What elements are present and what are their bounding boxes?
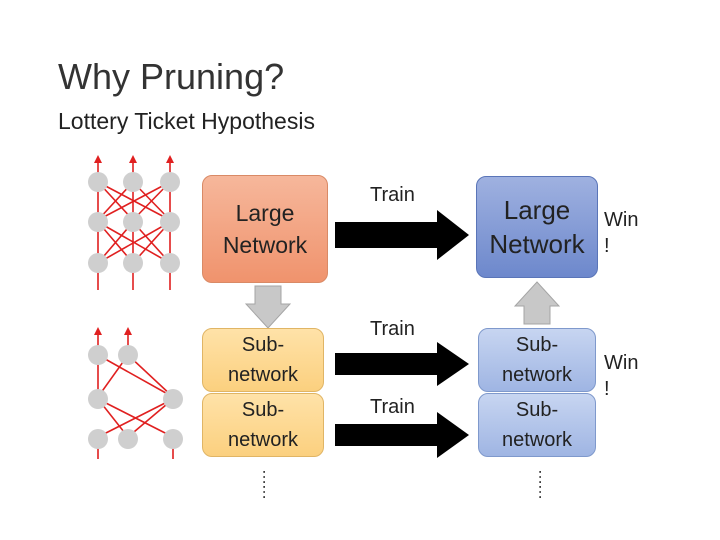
prune-down-arrow bbox=[245, 285, 291, 329]
ellipsis-right: …… bbox=[528, 470, 545, 500]
large-network-line1: Large bbox=[235, 200, 295, 226]
trained-subnetwork-2-line2: network bbox=[501, 429, 573, 451]
win-label-2: Win ! bbox=[604, 350, 638, 402]
slide-subtitle: Lottery Ticket Hypothesis bbox=[58, 108, 315, 134]
trained-subnetwork-2-line1: Sub- bbox=[515, 399, 559, 421]
up-arrow bbox=[514, 281, 560, 325]
train-arrow-3 bbox=[335, 412, 469, 458]
subnetwork-box-1: Sub- network bbox=[202, 328, 324, 392]
trained-subnetwork-box-1: Sub- network bbox=[478, 328, 596, 392]
win-1-line2: ! bbox=[604, 235, 610, 257]
trained-subnetwork-1-line2: network bbox=[501, 364, 573, 386]
win-2-line2: ! bbox=[604, 378, 610, 400]
full-network-diagram bbox=[88, 155, 180, 290]
win-label-1: Win ! bbox=[604, 207, 638, 259]
trained-large-network-line2: Network bbox=[489, 229, 585, 259]
trained-large-network-box: Large Network bbox=[476, 176, 598, 278]
train-arrow-2 bbox=[335, 342, 469, 386]
subnetwork-1-line2: network bbox=[227, 364, 299, 386]
train-arrow-1 bbox=[335, 210, 469, 260]
train-label-3: Train bbox=[370, 396, 415, 418]
pruned-network-diagram bbox=[88, 327, 183, 459]
subnetwork-box-2: Sub- network bbox=[202, 393, 324, 457]
subnetwork-1-line1: Sub- bbox=[241, 334, 285, 356]
slide-title: Why Pruning? bbox=[58, 56, 285, 97]
win-1-line1: Win bbox=[604, 209, 639, 231]
large-network-line2: Network bbox=[222, 232, 308, 258]
subnetwork-2-line2: network bbox=[227, 429, 299, 451]
subnetwork-2-line1: Sub- bbox=[241, 399, 285, 421]
train-label-1: Train bbox=[370, 184, 415, 206]
win-2-line1: Win bbox=[604, 352, 639, 374]
ellipsis-left: …… bbox=[252, 470, 269, 500]
trained-large-network-line1: Large bbox=[503, 195, 571, 225]
trained-subnetwork-box-2: Sub- network bbox=[478, 393, 596, 457]
train-label-2: Train bbox=[370, 318, 415, 340]
large-network-box: Large Network bbox=[202, 175, 328, 283]
trained-subnetwork-1-line1: Sub- bbox=[515, 334, 559, 356]
